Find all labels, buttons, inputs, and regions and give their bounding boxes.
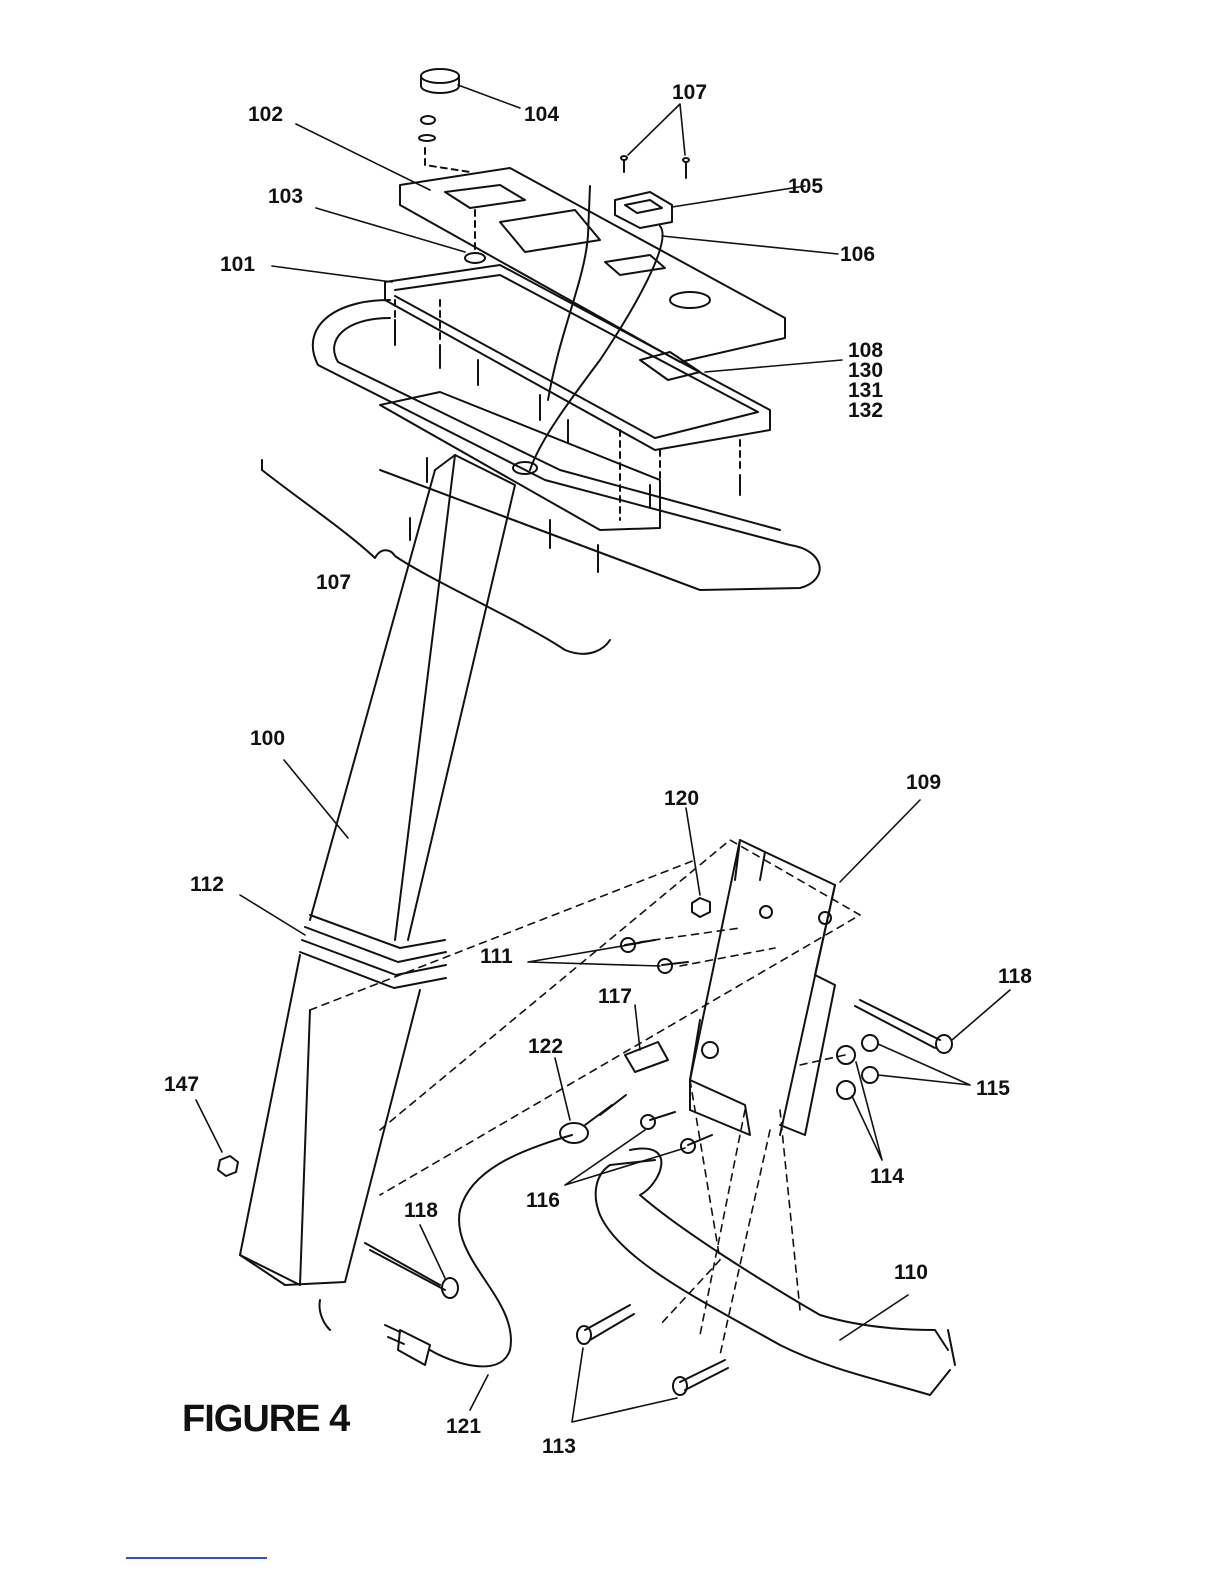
label-131: 131 xyxy=(848,381,883,401)
label-107-left: 107 xyxy=(316,572,351,593)
power-cord xyxy=(430,1135,572,1366)
label-117: 117 xyxy=(598,986,632,1007)
label-103: 103 xyxy=(268,186,303,207)
bracket-109 xyxy=(690,840,835,1135)
label-116: 116 xyxy=(526,1190,560,1211)
label-107-top: 107 xyxy=(672,82,707,103)
label-130: 130 xyxy=(848,361,883,381)
figure-title: FIGURE 4 xyxy=(182,1398,349,1441)
grommet xyxy=(300,915,446,988)
label-113: 113 xyxy=(542,1436,576,1457)
label-102: 102 xyxy=(248,104,283,125)
bolt-118-lower xyxy=(365,1243,440,1285)
knob xyxy=(421,69,459,83)
label-101: 101 xyxy=(220,254,255,275)
nut-147 xyxy=(218,1156,238,1176)
label-121: 121 xyxy=(446,1416,481,1437)
bracket-107 xyxy=(262,460,610,654)
label-111: 111 xyxy=(480,946,513,967)
upright-tube xyxy=(240,455,515,1330)
label-110: 110 xyxy=(894,1262,928,1283)
label-118-bottom: 118 xyxy=(404,1200,438,1221)
label-115: 115 xyxy=(976,1078,1010,1099)
label-122: 122 xyxy=(528,1036,563,1057)
footer-link-rule xyxy=(126,1557,267,1559)
label-109: 109 xyxy=(906,772,941,793)
plate-hole xyxy=(513,462,537,474)
label-120: 120 xyxy=(664,788,699,809)
mounting-plate xyxy=(380,392,660,530)
screws-107 xyxy=(395,320,740,572)
label-104: 104 xyxy=(524,104,559,125)
console-base xyxy=(385,265,770,450)
label-100: 100 xyxy=(250,728,285,749)
label-112: 112 xyxy=(190,874,224,895)
label-114: 114 xyxy=(870,1166,904,1187)
handlebar-tube xyxy=(313,300,820,590)
label-132: 132 xyxy=(848,401,883,421)
plug xyxy=(398,1330,430,1365)
label-118-right: 118 xyxy=(998,966,1032,987)
label-147: 147 xyxy=(164,1074,199,1095)
label-105: 105 xyxy=(788,176,823,197)
switch-module xyxy=(615,192,672,228)
label-108: 108 xyxy=(848,341,883,361)
console-cover xyxy=(400,168,785,380)
label-106: 106 xyxy=(840,244,875,265)
label-stack-108-132: 108 130 131 132 xyxy=(848,341,883,421)
